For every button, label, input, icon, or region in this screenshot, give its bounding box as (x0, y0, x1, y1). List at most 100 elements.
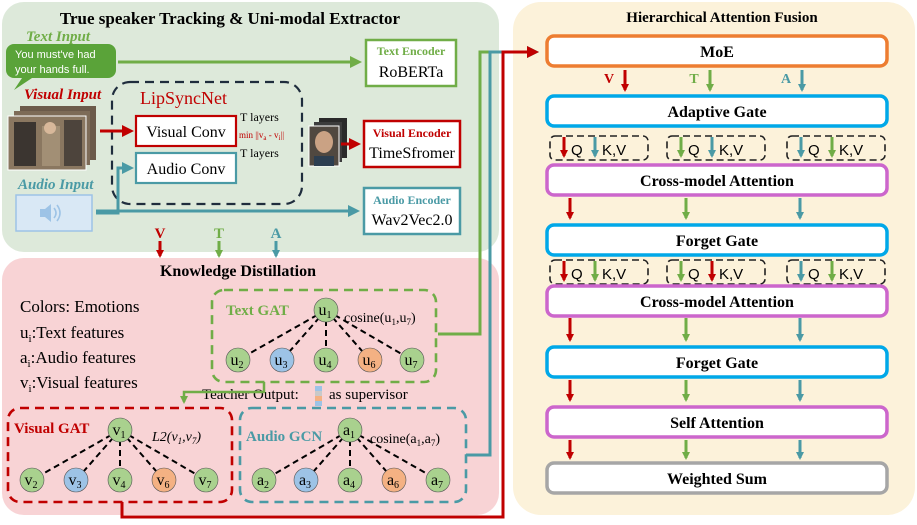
kd-panel (2, 258, 499, 515)
text-gat-formula: cosine(u1,u7) (344, 311, 416, 327)
qkv-row-2-kv-label: K,V (839, 266, 863, 283)
visual-gat-title: Visual GAT (14, 421, 89, 437)
video-frames-thumbnail (7, 106, 96, 171)
text-gat-node-sub: 1 (327, 310, 332, 321)
haf-panel (513, 2, 915, 515)
audio-encoder-box (362, 186, 462, 236)
visual-gat-node-sub: 7 (207, 480, 212, 491)
legend-v: vi:Visual features (20, 373, 138, 395)
t-layers-bottom: T layers (240, 146, 279, 160)
visual-gat-to-moe-connector (120, 46, 539, 519)
visual-conv-label: Visual Conv (146, 124, 225, 141)
text-gat-title: Text GAT (226, 303, 289, 319)
text-gat-node-circle (269, 347, 295, 373)
top-panel-title: True speaker Tracking & Uni-modal Extrac… (60, 9, 401, 28)
qkv-row-1-q-label: Q (571, 142, 583, 159)
visual-input-label: Visual Input (24, 87, 102, 103)
supervisor-vector-icon (315, 386, 322, 406)
text-gat-node-base: u (405, 352, 413, 369)
visual-gat-node: v3 (63, 467, 89, 493)
visual-gat-node-base: v (69, 472, 77, 489)
audio-gcn-node-label: a1 (343, 422, 355, 441)
visual-gat-node: v1 (107, 417, 133, 443)
qkv-row-2-qkv-group (666, 259, 766, 285)
modality-a-top: A (271, 226, 282, 242)
text-gat-box (210, 288, 438, 384)
visual-gat-node-circle (151, 467, 177, 493)
visual-gat-node-circle (19, 467, 45, 493)
text-gat-node-circle (357, 347, 383, 373)
visual-gat-edge (31, 429, 121, 481)
visual-gat-node-circle (107, 467, 133, 493)
qkv-row-1-qkv-group (549, 135, 649, 161)
t-layers-top: T layers (240, 110, 279, 124)
legend-u: ui:Text features (20, 323, 124, 345)
visual-gat-node: v4 (107, 467, 133, 493)
text-gat-edge (237, 309, 327, 361)
audio-gcn-node-sub: 4 (350, 480, 355, 491)
text-gat-to-visual-gat-arrow (180, 382, 266, 404)
text-gat-node: u7 (399, 347, 425, 373)
forget-gate-1-box (545, 223, 889, 257)
qkv-row-2-q-label: Q (571, 266, 583, 283)
audio-gcn-node-sub: 1 (350, 430, 355, 441)
text-gat-node-base: u (231, 352, 239, 369)
text-gat-node: u4 (313, 347, 339, 373)
audio-gcn-node-circle (381, 467, 407, 493)
audio-gcn-node-base: a (343, 422, 350, 439)
audio-gcn-node-base: a (257, 472, 264, 489)
audio-gcn-node-circle (251, 467, 277, 493)
audio-gcn-node-label: a6 (387, 472, 399, 491)
text-gat-node-label: u4 (319, 352, 332, 371)
text-gat-node-base: u (275, 352, 283, 369)
haf-modality-v: V (604, 72, 614, 87)
text-gat-node-circle (313, 347, 339, 373)
text-encoder-title: Text Encoder (377, 44, 446, 58)
text-gat-node-sub: 2 (239, 360, 244, 371)
text-gat-node-label: u7 (405, 352, 418, 371)
min-formula: min ||va - vi|| (239, 130, 284, 142)
text-gat-node-base: u (319, 352, 327, 369)
qkv-row-2-kv-label: K,V (602, 266, 626, 283)
visual-encoder-title: Visual Encoder (373, 126, 452, 140)
visual-gat-node-base: v (157, 472, 165, 489)
audio-gcn-node-circle (337, 417, 363, 443)
speech-bubble (6, 44, 116, 78)
qkv-row-1-q-label: Q (688, 142, 700, 159)
audio-gcn-node-base: a (299, 472, 306, 489)
moe-label: MoE (700, 44, 734, 61)
cross-attention-1-box (545, 163, 889, 197)
visual-gat-node-circle (63, 467, 89, 493)
forget-gate-2-box (545, 345, 889, 379)
audio-gcn-node-base: a (387, 472, 394, 489)
modality-v-top: V (155, 226, 166, 242)
lipsyncnet-title: LipSyncNet (140, 88, 227, 108)
audio-encoder-title: Audio Encoder (373, 193, 451, 207)
audio-to-conv-arrow (96, 162, 134, 215)
visual-gat-node-base: v (113, 422, 121, 439)
text-gat-node: u2 (225, 347, 251, 373)
visual-encoder-box (362, 119, 462, 169)
qkv-row-1-qkv-group (786, 135, 886, 161)
visual-encoder-name: TimeSfromer (369, 145, 455, 162)
speaker-icon (40, 204, 61, 222)
visual-gat-node-label: v3 (69, 472, 82, 491)
qkv-row-2-q-label: Q (688, 266, 700, 283)
visual-gat-node-label: v1 (113, 422, 126, 441)
text-encoder-name: RoBERTa (379, 64, 444, 81)
legend-a: ai:Audio features (20, 348, 136, 370)
visual-gat-node-label: v6 (157, 472, 170, 491)
visual-gat-formula: L2(v1,v7) (151, 430, 201, 446)
visual-gat-node-label: v4 (113, 472, 126, 491)
text-gat-node-label: u6 (363, 352, 376, 371)
lipsyncnet-box (110, 80, 304, 206)
text-encoder-box (364, 38, 458, 88)
audio-gcn-node: a7 (425, 467, 451, 493)
audio-gcn-edge (349, 429, 439, 481)
cross-attention-2-box (545, 284, 889, 318)
speech-bubble-line1: You must've had (15, 49, 96, 61)
